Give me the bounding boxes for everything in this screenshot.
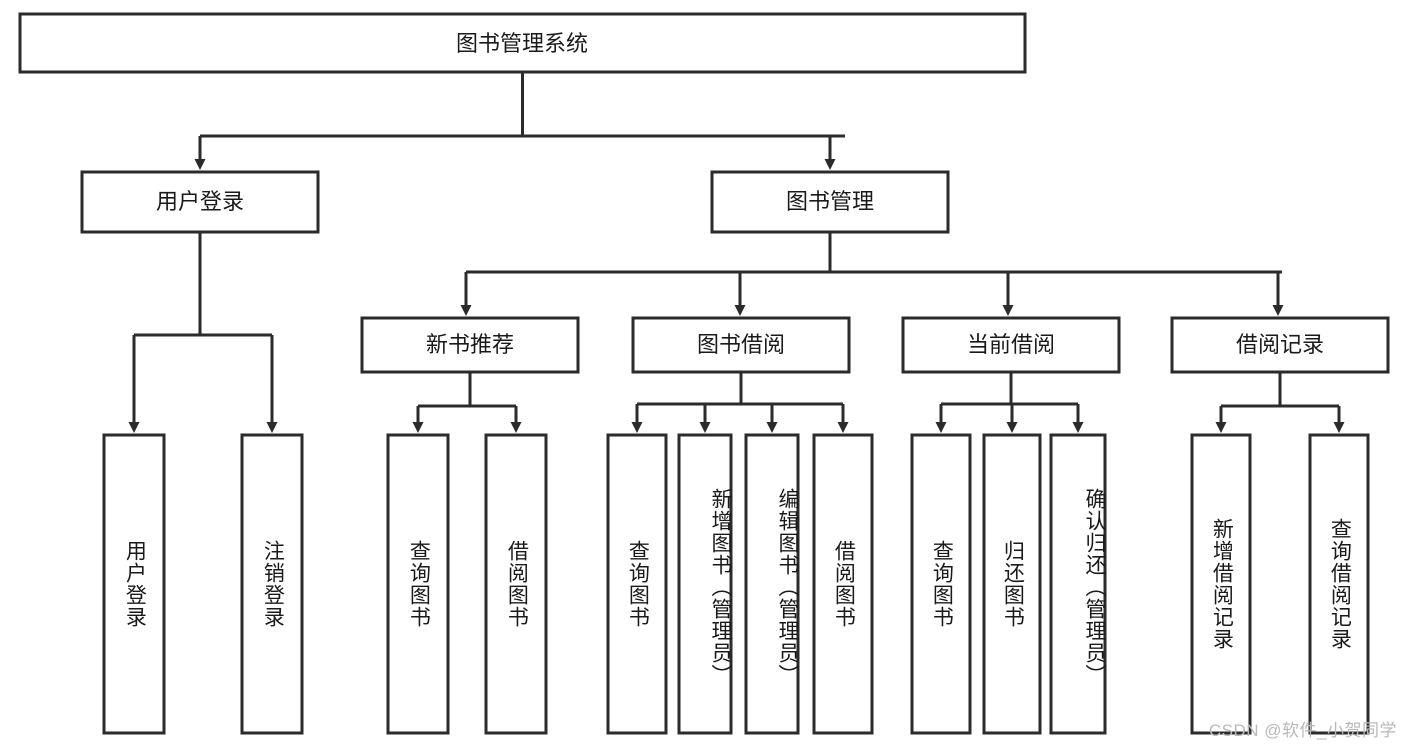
node-new-book-recommend-box[interactable]	[360, 316, 580, 374]
node-borrow-records-box[interactable]	[1170, 316, 1390, 374]
connector-group-user-login	[128, 232, 278, 433]
connector-group-borrow	[631, 372, 849, 433]
node-book-management-box[interactable]	[710, 170, 950, 234]
node-root-system-box[interactable]	[18, 12, 1027, 74]
node-book-management-label: 图书管理	[786, 189, 874, 214]
leaf-box-add-book-admin[interactable]	[677, 433, 733, 735]
connector-group-root	[194, 72, 845, 170]
leaf-box-add-borrow-record[interactable]	[1190, 433, 1252, 735]
leaf-box-borrow-books-2[interactable]	[812, 433, 874, 735]
node-current-borrow[interactable]: 当前借阅	[901, 316, 1121, 374]
leaf-box-query-books-2[interactable]	[606, 433, 668, 735]
leaf-box-query-books-3[interactable]	[910, 433, 972, 735]
leaf-box-user-login[interactable]	[102, 433, 166, 735]
connector-group-records	[1215, 372, 1345, 433]
csdn-watermark: CSDN @软件_小贺同学	[1208, 721, 1397, 740]
node-current-borrow-box[interactable]	[901, 316, 1121, 374]
node-root-system[interactable]: 图书管理系统	[18, 12, 1027, 74]
node-root-system-label: 图书管理系统	[456, 31, 588, 56]
node-book-borrow-label: 图书借阅	[697, 332, 785, 357]
node-book-management[interactable]: 图书管理	[710, 170, 950, 234]
connector-group-current	[935, 372, 1084, 433]
node-new-book-recommend[interactable]: 新书推荐	[360, 316, 580, 374]
leaf-node-group	[102, 433, 1370, 735]
node-new-book-recommend-label: 新书推荐	[426, 332, 514, 357]
node-book-borrow[interactable]: 图书借阅	[631, 316, 851, 374]
leaf-box-query-borrow-record[interactable]	[1308, 433, 1370, 735]
node-book-borrow-box[interactable]	[631, 316, 851, 374]
node-borrow-records[interactable]: 借阅记录	[1170, 316, 1390, 374]
leaf-box-query-books-1[interactable]	[386, 433, 450, 735]
leaf-box-edit-book-admin[interactable]	[744, 433, 800, 735]
leaf-box-borrow-books-1[interactable]	[484, 433, 548, 735]
leaf-box-confirm-return-admin[interactable]	[1049, 433, 1107, 735]
node-borrow-records-label: 借阅记录	[1236, 332, 1324, 357]
leaf-box-return-books[interactable]	[982, 433, 1042, 735]
node-user-login-box[interactable]	[80, 170, 320, 234]
connector-group-book-mgmt	[460, 232, 1284, 316]
node-user-login[interactable]: 用户登录	[80, 170, 320, 234]
leaf-box-logout-login[interactable]	[240, 433, 304, 735]
connector-group-new-books	[412, 372, 522, 433]
node-current-borrow-label: 当前借阅	[967, 332, 1055, 357]
node-user-login-label: 用户登录	[156, 189, 244, 214]
